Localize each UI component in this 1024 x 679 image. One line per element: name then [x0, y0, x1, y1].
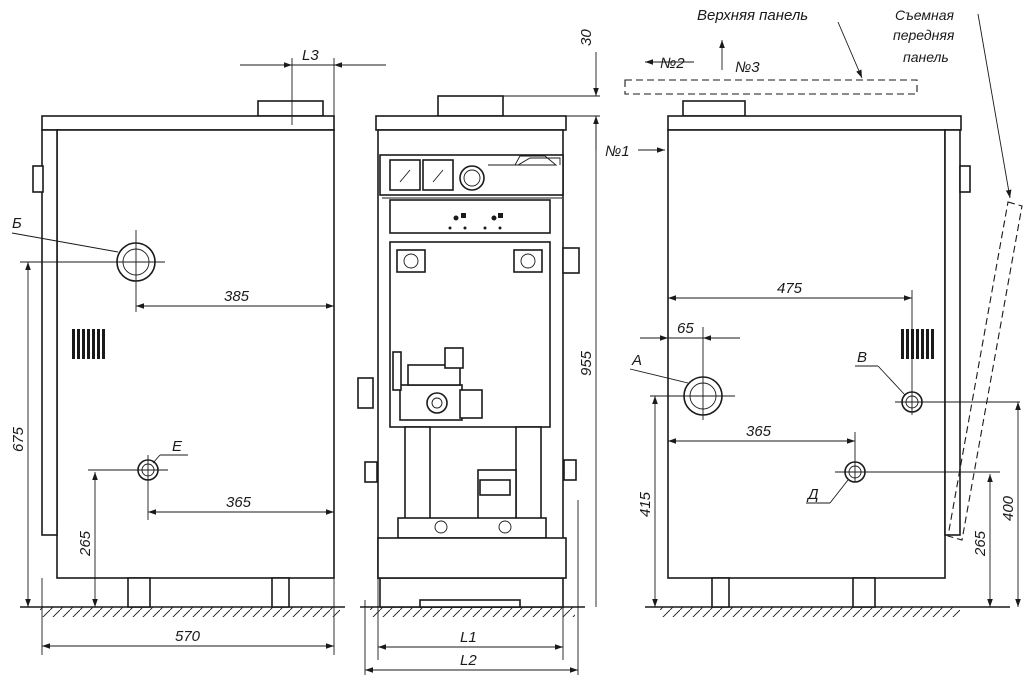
dim-385: 385	[224, 288, 250, 305]
label-a: А	[631, 352, 642, 369]
label-b: Б	[12, 215, 22, 232]
label-removable-3: панель	[903, 49, 949, 65]
label-top-panel: Верхняя панель	[697, 7, 808, 24]
dim-955: 955	[578, 350, 595, 376]
dim-l3: L3	[302, 47, 319, 64]
label-n2: №2	[660, 55, 685, 72]
dim-415: 415	[637, 491, 654, 517]
vent-grille-left	[72, 329, 105, 359]
label-d: Д	[806, 486, 819, 503]
dim-30: 30	[578, 29, 595, 46]
dim-l2: L2	[460, 652, 477, 669]
label-e: Е	[172, 438, 183, 455]
dim-365-left: 365	[226, 494, 252, 511]
dim-675: 675	[10, 426, 27, 452]
dim-l1: L1	[460, 629, 477, 646]
label-v: В	[857, 349, 867, 366]
left-side-view	[11, 58, 386, 655]
dim-475: 475	[777, 280, 803, 297]
label-removable-2: передняя	[893, 27, 955, 43]
dim-365-right: 365	[746, 423, 772, 440]
dim-65: 65	[677, 320, 694, 337]
right-back-view	[624, 13, 1023, 617]
dim-265-right: 265	[972, 530, 989, 557]
front-view	[357, 52, 600, 675]
vent-grille-right	[901, 329, 934, 359]
label-n3: №3	[735, 59, 760, 76]
label-removable-1: Съемная	[895, 7, 955, 23]
dim-570: 570	[175, 628, 201, 645]
label-n1: №1	[605, 143, 630, 160]
dim-265-left: 265	[77, 530, 94, 557]
dim-400: 400	[1000, 495, 1017, 521]
